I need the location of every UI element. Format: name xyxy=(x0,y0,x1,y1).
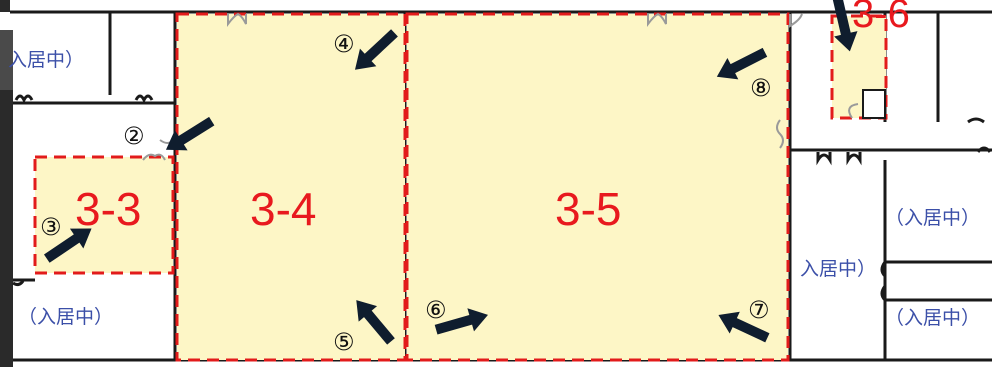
direction-arrow-icon-4 xyxy=(354,29,398,70)
room-label-3-5: 3-5 xyxy=(555,183,621,235)
area-3-5 xyxy=(405,12,790,362)
direction-arrow-icon-6 xyxy=(434,308,488,335)
direction-arrow-icon-5 xyxy=(356,300,395,345)
room-label-3-3: 3-3 xyxy=(75,183,141,235)
direction-arrow-icon-7 xyxy=(718,311,770,343)
marker-4: ④ xyxy=(333,30,355,58)
marker-5: ⑤ xyxy=(333,328,355,356)
marker-8: ⑧ xyxy=(750,74,772,102)
occupied-label-top-left: 入居中） xyxy=(8,49,84,71)
occupied-label-center-right: 入居中） xyxy=(800,258,876,280)
direction-arrow-icon-3 xyxy=(43,228,92,263)
area-3-4 xyxy=(175,12,407,362)
direction-arrow-icon-3-6 xyxy=(832,0,858,52)
occupied-label-right-upper: （入居中） xyxy=(885,207,980,229)
marker-6: ⑥ xyxy=(425,296,447,324)
marker-2: ② xyxy=(123,122,145,150)
marker-7: ⑦ xyxy=(748,296,770,324)
marker-3: ③ xyxy=(40,213,62,241)
left-photo-strip xyxy=(0,30,13,367)
direction-arrow-icon-8 xyxy=(716,47,768,80)
pillar xyxy=(862,89,886,119)
occupied-label-right-lower: （入居中） xyxy=(885,307,980,329)
room-label-3-4: 3-4 xyxy=(250,183,316,235)
occupied-label-bottom-left: （入居中） xyxy=(18,306,113,328)
room-label-3-6: 3-6 xyxy=(852,0,910,36)
direction-arrow-icon-2 xyxy=(165,116,215,151)
